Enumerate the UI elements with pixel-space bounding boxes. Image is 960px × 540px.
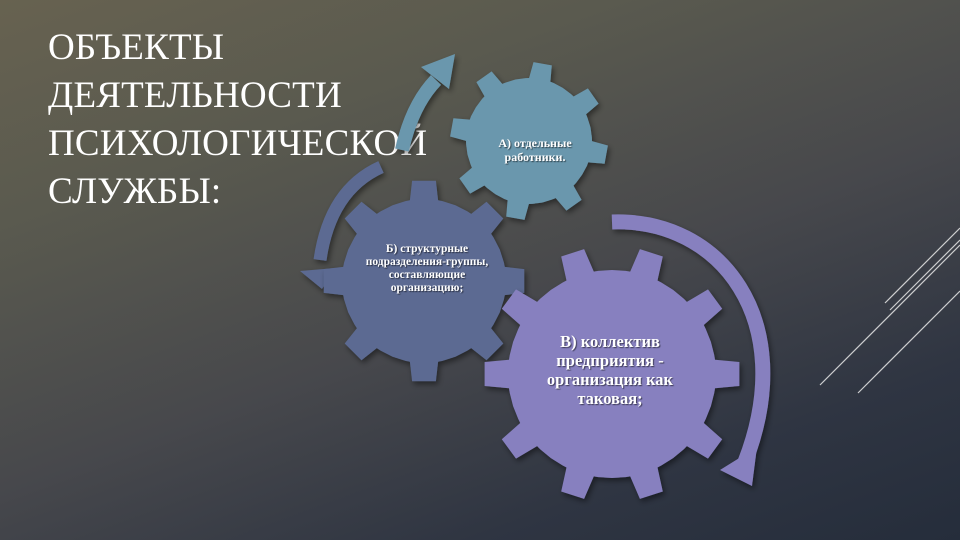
- gear-b-label: Б) структурные подразделения-группы, сос…: [365, 243, 489, 294]
- slide-title: ОБЪЕКТЫ ДЕЯТЕЛЬНОСТИ ПСИХОЛОГИЧЕСКОЙ СЛУ…: [48, 24, 428, 216]
- decor-lines: [819, 227, 960, 394]
- arrow-b-shaft: [313, 161, 384, 261]
- arrow-a: [395, 54, 455, 152]
- title-line-1: ОБЪЕКТЫ: [48, 27, 225, 68]
- gear-a-label: А) отдельные работники.: [498, 136, 572, 164]
- arrow-c-head: [720, 447, 757, 486]
- gear-c: [484, 249, 740, 499]
- arrow-a-shaft: [395, 75, 442, 152]
- title-line-4: СЛУЖБЫ:: [48, 171, 222, 212]
- gear-b: [323, 180, 525, 382]
- gear-a: [450, 62, 608, 220]
- title-line-3: ПСИХОЛОГИЧЕСКОЙ: [48, 123, 428, 164]
- arrow-c-shaft: [611, 214, 771, 465]
- title-line-2: ДЕЯТЕЛЬНОСТИ: [48, 75, 342, 116]
- arrow-c: [611, 214, 771, 486]
- gear-c-label: В) коллектив предприятия - организация к…: [546, 332, 674, 408]
- arrow-a-head: [421, 54, 455, 89]
